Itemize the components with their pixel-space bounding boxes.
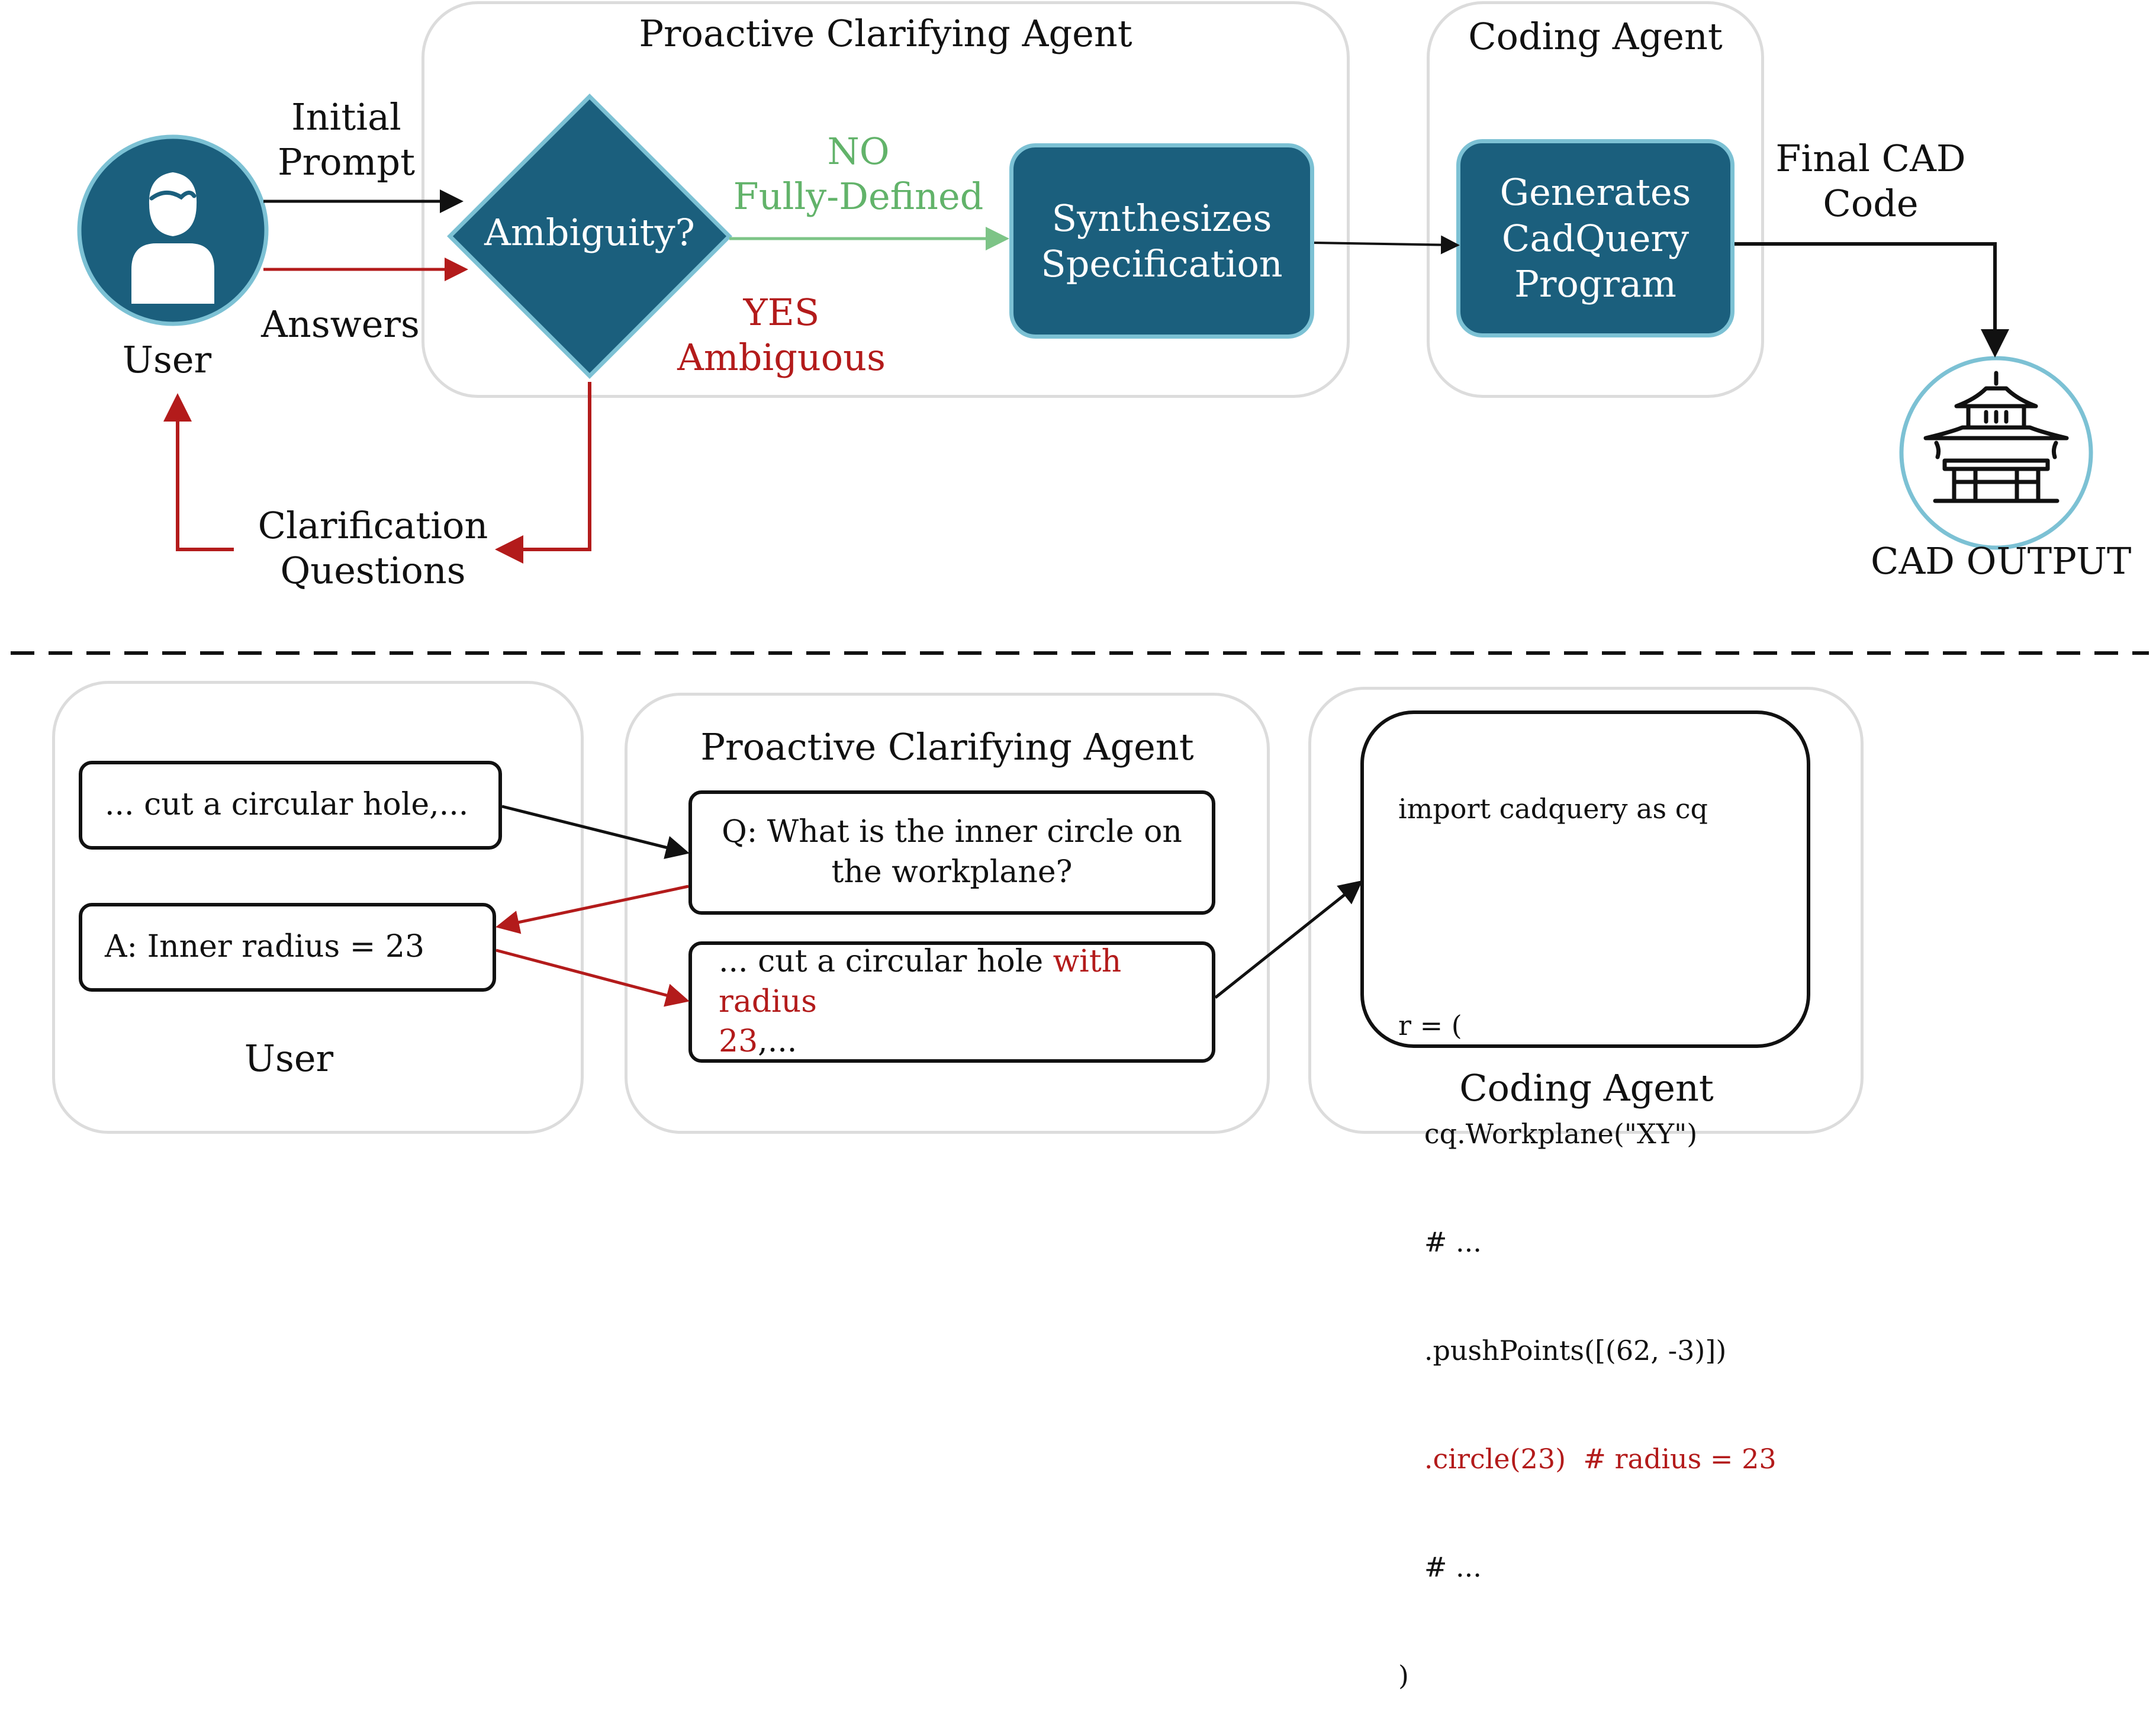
final-line1: Final CAD [1775, 137, 1966, 180]
prompt-box: ... cut a circular hole,... [79, 761, 502, 850]
answers-label: Answers [261, 303, 420, 346]
no-label: NO [827, 130, 890, 173]
initial-prompt-label: Initial Prompt [260, 95, 432, 184]
no-fully-defined-label: NO Fully-Defined [725, 129, 992, 218]
ambiguous-label: Ambiguous [677, 335, 886, 379]
yes-label: YES [743, 291, 820, 334]
user-label: User [122, 338, 212, 381]
cad-output-label: CAD OUTPUT [1871, 539, 2132, 583]
prompt-to-question-arrow [501, 805, 690, 859]
initial-prompt-line1: Initial [291, 95, 401, 139]
code-line: ) [1398, 1660, 1409, 1692]
clarification-questions-label: Clarification Questions [252, 503, 494, 593]
code-line: import cadquery as cq [1398, 793, 1708, 825]
clarifying-agent-title: Proactive Clarifying Agent [639, 12, 1132, 55]
answer-text: A: Inner radius = 23 [105, 929, 425, 965]
gen-line3: Program [1514, 262, 1676, 306]
gen-line2: CadQuery [1501, 216, 1690, 260]
refined-line1: ... cut a circular hole with radius [719, 942, 1212, 1022]
code-box [1360, 710, 1810, 1048]
bottom-clarifying-title: Proactive Clarifying Agent [700, 725, 1194, 768]
coding-agent-title: Coding Agent [1468, 15, 1723, 58]
final-cad-code-label: Final CAD Code [1761, 136, 1980, 226]
gen-line1: Generates [1499, 171, 1691, 214]
code-line: .pushPoints([(62, -3)]) [1398, 1335, 1727, 1366]
refined-prompt-box: ... cut a circular hole with radius 23,.… [688, 941, 1215, 1063]
answer-to-refined-arrow [495, 948, 690, 1007]
refined-highlight-2: 23 [719, 1024, 758, 1060]
spec-to-coding-arrow [1314, 235, 1460, 255]
clar-line2: Questions [280, 548, 466, 592]
pagoda-icon [1898, 355, 2094, 551]
question-to-answer-arrow [495, 885, 689, 934]
refined-highlight: with radius [719, 944, 1122, 1020]
clar-line1: Clarification [258, 504, 488, 547]
synth-line2: Specification [1041, 242, 1283, 285]
final-code-arrow [1735, 242, 2009, 358]
question-line1: Q: What is the inner circle on [722, 814, 1182, 850]
refined-suffix: ,... [758, 1024, 797, 1060]
questions-to-user-arrow [163, 393, 234, 551]
final-line2: Code [1823, 181, 1919, 225]
code-line-highlight: .circle(23) # radius = 23 [1398, 1443, 1777, 1475]
synth-line1: Synthesizes [1051, 196, 1272, 240]
connector-layer [11, 189, 2149, 1007]
code-line: # ... [1398, 1551, 1482, 1583]
code-line: # ... [1398, 1226, 1482, 1258]
refined-to-code-arrow [1214, 880, 1363, 999]
generates-cadquery-node: Generates CadQuery Program [1456, 139, 1735, 337]
ambiguous-arrow [495, 382, 591, 564]
ambiguity-decision [445, 92, 734, 381]
refined-prefix: ... cut a circular hole [719, 944, 1053, 980]
question-line2: the workplane? [831, 854, 1073, 890]
synthesizes-specification-node: Synthesizes Specification [1009, 143, 1314, 339]
initial-prompt-line2: Prompt [277, 140, 416, 184]
ambiguity-label: Ambiguity? [484, 211, 695, 254]
question-box: Q: What is the inner circle on the workp… [688, 790, 1215, 915]
refined-line2: 23,... [719, 1022, 1212, 1062]
code-line: r = ( [1398, 1009, 1462, 1041]
bottom-coding-title: Coding Agent [1459, 1066, 1714, 1110]
fully-defined-label: Fully-Defined [733, 174, 984, 218]
user-icon [77, 134, 269, 327]
answer-box: A: Inner radius = 23 [79, 903, 496, 992]
yes-ambiguous-label: YES Ambiguous [672, 290, 891, 380]
bottom-user-label: User [244, 1037, 334, 1080]
prompt-text: ... cut a circular hole,... [105, 787, 469, 823]
